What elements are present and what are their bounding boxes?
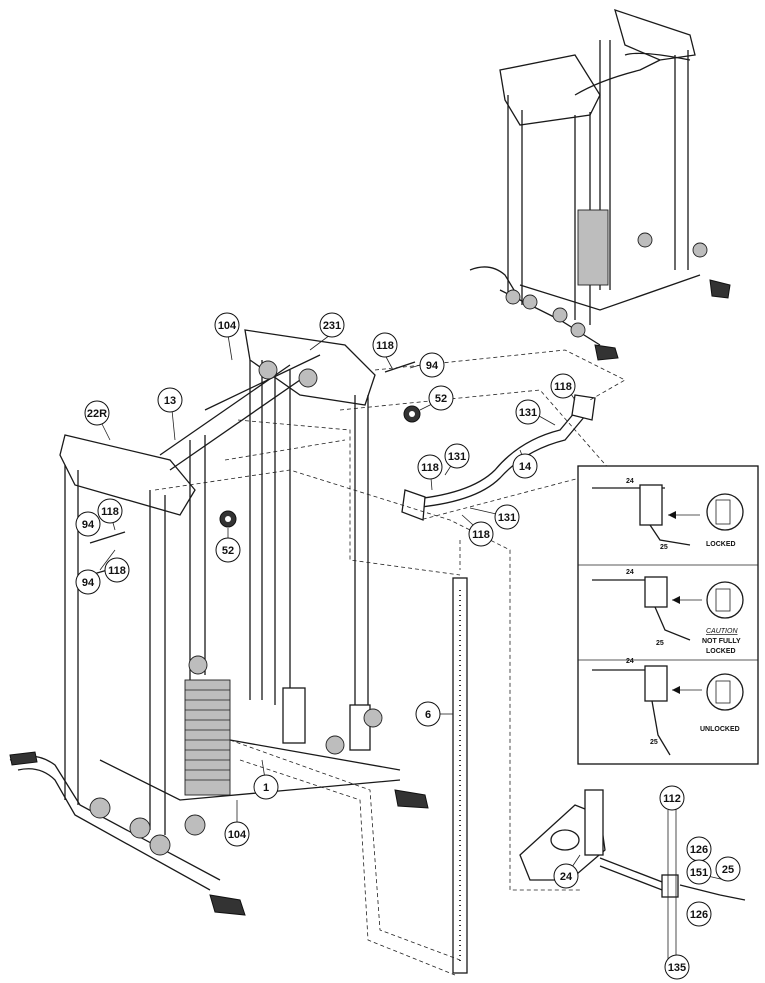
svg-text:52: 52 xyxy=(435,393,447,405)
svg-text:135: 135 xyxy=(668,962,686,974)
svg-text:151: 151 xyxy=(690,867,708,879)
svg-text:52: 52 xyxy=(222,545,234,557)
callout-24: 24 xyxy=(553,863,579,889)
svg-text:94: 94 xyxy=(82,577,95,589)
callout-94-left-upper: 94 xyxy=(75,511,101,537)
svg-text:118: 118 xyxy=(376,340,394,352)
svg-text:104: 104 xyxy=(218,320,237,332)
callout-1: 1 xyxy=(253,774,279,800)
assembled-machine-view xyxy=(469,8,731,361)
svg-text:126: 126 xyxy=(690,844,708,856)
svg-text:118: 118 xyxy=(108,565,126,577)
inset-not-fully: NOT FULLY xyxy=(702,638,741,645)
svg-text:126: 126 xyxy=(690,909,708,921)
callout-14: 14 xyxy=(512,453,538,479)
callout-131-lower: 131 xyxy=(494,504,520,530)
inset-part-24-c: 24 xyxy=(626,658,634,665)
inset-caution: CAUTION xyxy=(706,628,738,635)
inset-part-25-c: 25 xyxy=(650,739,658,746)
svg-text:94: 94 xyxy=(82,519,95,531)
inset-label-unlocked: UNLOCKED xyxy=(700,726,740,733)
svg-text:25: 25 xyxy=(722,864,734,876)
callout-52-top: 52 xyxy=(428,385,454,411)
svg-text:131: 131 xyxy=(498,512,516,524)
svg-text:104: 104 xyxy=(228,829,247,841)
svg-text:24: 24 xyxy=(560,871,573,883)
svg-text:1: 1 xyxy=(263,782,269,794)
inset-panel-not-fully-locked: CAUTION NOT FULLY LOCKED 24 25 xyxy=(592,569,744,655)
inset-label-locked: LOCKED xyxy=(706,541,736,548)
inset-part-24-a: 24 xyxy=(626,478,634,485)
callout-22r: 22R xyxy=(84,400,110,426)
svg-text:14: 14 xyxy=(519,461,532,473)
callout-118-left-lower: 118 xyxy=(104,557,130,583)
svg-text:112: 112 xyxy=(663,793,681,805)
main-exploded-view xyxy=(9,329,626,976)
svg-text:13: 13 xyxy=(164,395,176,407)
callout-118-bar-bottom: 118 xyxy=(468,521,494,547)
callout-94-top: 94 xyxy=(419,352,445,378)
inset-part-25-b: 25 xyxy=(656,640,664,647)
swivel-bracket-detail xyxy=(519,789,746,960)
svg-text:94: 94 xyxy=(426,360,439,372)
callout-104-bottom: 104 xyxy=(224,821,250,847)
callout-104-top: 104 xyxy=(214,312,240,338)
callout-25: 25 xyxy=(715,856,741,882)
inset-part-24-b: 24 xyxy=(626,569,634,576)
svg-text:118: 118 xyxy=(421,462,439,474)
callout-13: 13 xyxy=(157,387,183,413)
callout-112: 112 xyxy=(659,785,685,811)
locking-states-inset: LOCKED 24 25 CAUTION NOT FULLY LOCKED 24… xyxy=(577,465,759,765)
callout-118-top: 118 xyxy=(372,332,398,358)
inset-panel-unlocked: UNLOCKED 24 25 xyxy=(592,658,744,756)
callout-118-bar-right: 118 xyxy=(550,373,576,399)
svg-text:231: 231 xyxy=(323,320,341,332)
inset-label-locked-2: LOCKED xyxy=(706,648,736,655)
callout-135: 135 xyxy=(664,954,690,980)
callout-151: 151 xyxy=(686,859,712,885)
callout-52-left: 52 xyxy=(215,537,241,563)
callout-131-middle: 131 xyxy=(444,443,470,469)
svg-text:118: 118 xyxy=(554,381,572,393)
callout-131-upper: 131 xyxy=(515,399,541,425)
svg-text:6: 6 xyxy=(425,709,431,721)
callout-bubbles: 104 231 118 94 52 13 22R 118 xyxy=(75,312,741,980)
svg-text:118: 118 xyxy=(101,506,119,518)
svg-text:131: 131 xyxy=(448,451,466,463)
svg-text:131: 131 xyxy=(519,407,537,419)
callout-126-upper: 126 xyxy=(686,836,712,862)
callout-94-left-lower: 94 xyxy=(75,569,101,595)
callout-118-left-upper: 118 xyxy=(97,498,123,524)
weight-plates xyxy=(185,689,230,781)
callout-126-lower: 126 xyxy=(686,901,712,927)
svg-text:118: 118 xyxy=(472,529,490,541)
callout-118-bar-left: 118 xyxy=(417,454,443,480)
inset-part-25-a: 25 xyxy=(660,544,668,551)
inset-panel-locked: LOCKED 24 25 xyxy=(592,478,744,551)
svg-text:22R: 22R xyxy=(87,408,107,420)
callout-6: 6 xyxy=(415,701,441,727)
callout-231: 231 xyxy=(319,312,345,338)
